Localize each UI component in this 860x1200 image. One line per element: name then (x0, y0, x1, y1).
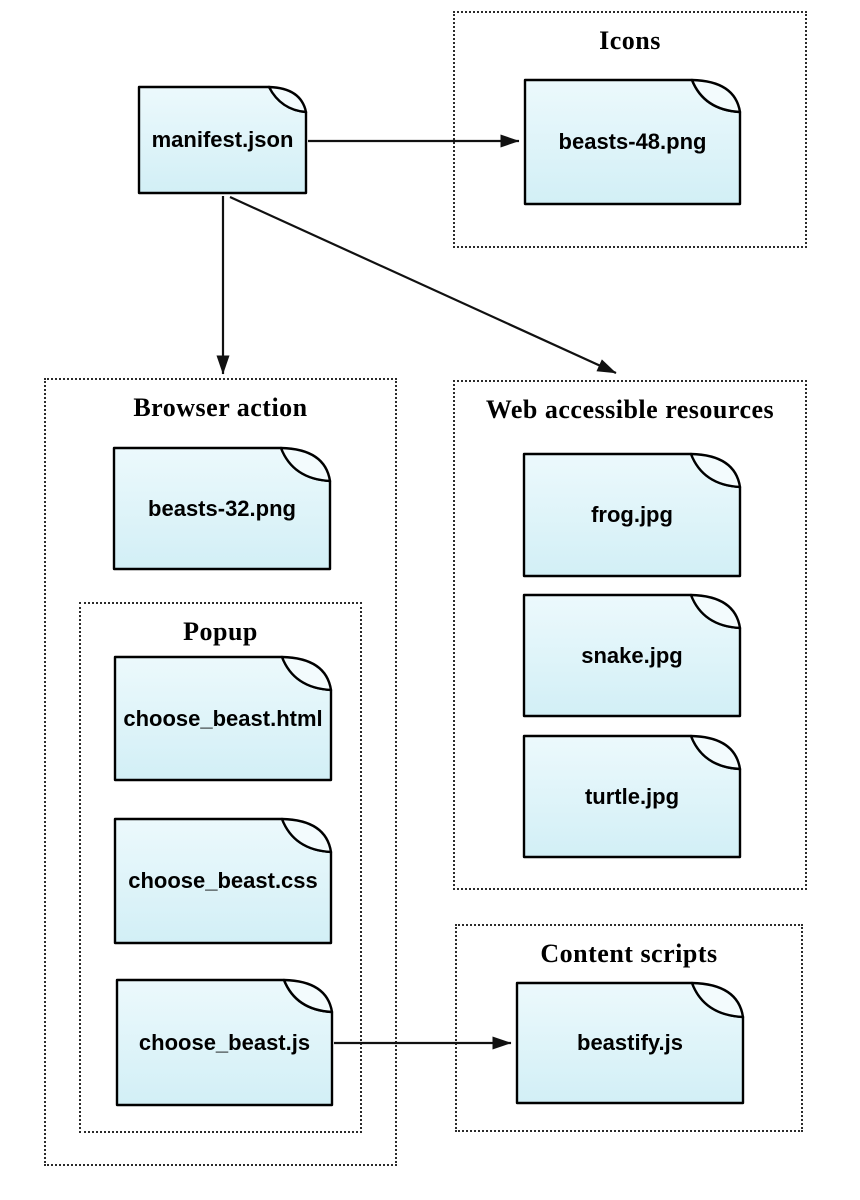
file-node-turtle-jpg: turtle.jpg (522, 734, 742, 859)
file-label-beasts-32-png: beasts-32.png (148, 495, 296, 521)
document-icon (113, 817, 333, 945)
file-node-beasts-32-png: beasts-32.png (112, 446, 332, 571)
file-label-choose-beast-html: choose_beast.html (123, 705, 323, 731)
group-web-accessible-resources: Web accessible resources (453, 380, 807, 890)
group-web-accessible-resources-title: Web accessible resources (485, 395, 775, 424)
group-browser-action-title: Browser action (133, 393, 308, 422)
file-node-snake-jpg: snake.jpg (522, 593, 742, 718)
group-icons-title: Icons (599, 26, 661, 55)
group-popup: Popup (79, 602, 362, 1133)
file-label-turtle-jpg: turtle.jpg (584, 783, 680, 809)
file-node-choose-beast-js: choose_beast.js (115, 978, 334, 1107)
file-label-choose-beast-css: choose_beast.css (128, 868, 318, 893)
document-icon (115, 978, 334, 1107)
file-node-beastify-js: beastify.js (515, 981, 745, 1105)
file-node-frog-jpg: frog.jpg (522, 452, 742, 578)
document-icon (137, 85, 308, 195)
group-browser-action: Browser action (44, 378, 397, 1166)
group-icons: Icons (453, 11, 807, 248)
document-icon (522, 593, 742, 718)
document-icon (113, 655, 333, 782)
document-icon (522, 452, 742, 578)
file-label-choose-beast-js: choose_beast.js (138, 1029, 311, 1055)
document-icon (112, 446, 332, 571)
document-icon (523, 78, 742, 206)
file-label-manifest-json: manifest.json (151, 127, 294, 152)
group-popup-title: Popup (183, 617, 258, 646)
file-node-choose-beast-css: choose_beast.css (113, 817, 333, 945)
document-icon (522, 734, 742, 859)
group-content-scripts: Content scripts (455, 924, 803, 1132)
document-icon (515, 981, 745, 1105)
file-label-frog-jpg: frog.jpg (591, 502, 673, 527)
file-node-manifest-json: manifest.json (137, 85, 308, 195)
file-node-choose-beast-html: choose_beast.html (113, 655, 333, 782)
file-node-beasts-48-png: beasts-48.png (523, 78, 742, 206)
file-label-beastify-js: beastify.js (577, 1030, 683, 1055)
file-label-snake-jpg: snake.jpg (581, 642, 683, 668)
group-content-scripts-title: Content scripts (540, 939, 718, 968)
file-label-beasts-48-png: beasts-48.png (558, 129, 707, 154)
